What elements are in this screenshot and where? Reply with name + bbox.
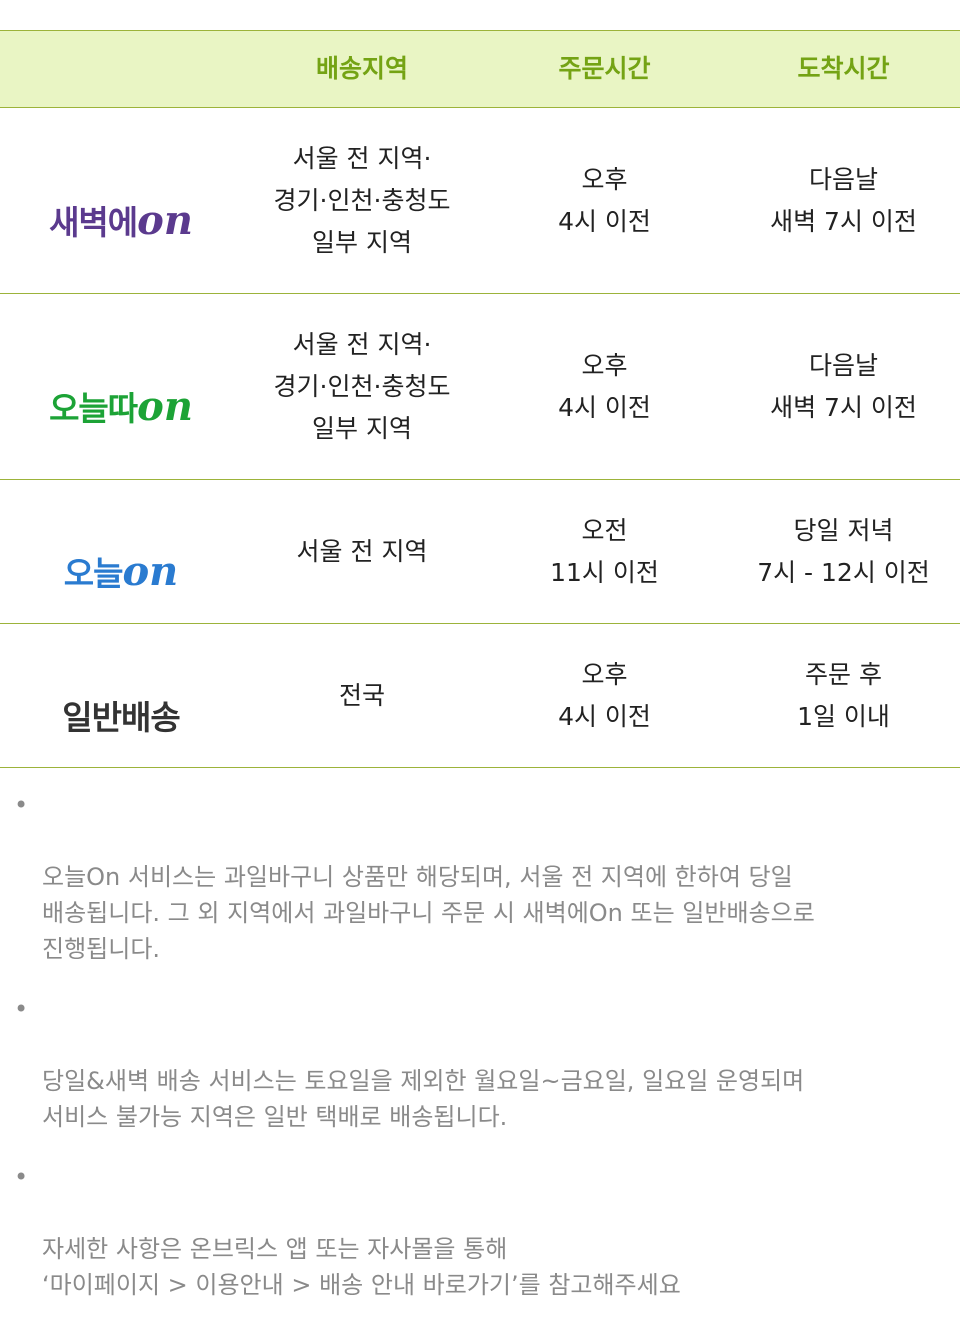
bullet-icon: • <box>14 995 29 1023</box>
order-time: 오후 4시 이전 <box>558 659 651 731</box>
note-item: • 오늘On 서비스는 과일바구니 상품만 해당되며, 서울 전 지역에 한하여… <box>0 787 960 967</box>
note-item: • 당일&새벽 배송 서비스는 토요일을 제외한 월요일~금요일, 일요일 운영… <box>0 991 960 1135</box>
delivery-table: 배송지역 주문시간 도착시간 새벽에on 서울 전 지역· 경기·인천·충청도 … <box>0 30 960 768</box>
brand-on-text: on <box>137 382 193 430</box>
brand-logo: 새벽에on <box>49 199 193 242</box>
delivery-region: 서울 전 지역· 경기·인천·충청도 일부 지역 <box>273 143 451 257</box>
brand-logo-standard-shipping: 일반배송 <box>0 608 242 784</box>
table-row-standard-shipping: 일반배송 전국 오후 4시 이전 주문 후 1일 이내 <box>0 624 960 768</box>
bullet-icon: • <box>14 791 29 819</box>
arrival-time: 다음날 새벽 7시 이전 <box>770 350 917 422</box>
table-header: 배송지역 주문시간 도착시간 <box>0 30 960 108</box>
delivery-region: 서울 전 지역 <box>296 536 428 566</box>
brand-logo-today-on: 오늘on <box>0 464 242 640</box>
brand-on-text: on <box>122 547 179 595</box>
note-text: 당일&새벽 배송 서비스는 토요일을 제외한 월요일~금요일, 일요일 운영되며… <box>42 1067 805 1131</box>
arrival-time: 다음날 새벽 7시 이전 <box>770 164 917 236</box>
order-time: 오후 4시 이전 <box>558 350 651 422</box>
brand-text: 일반배송 <box>62 697 180 737</box>
brand-logo-dawn-on: 새벽에on <box>0 113 242 289</box>
arrival-time: 주문 후 1일 이내 <box>797 659 890 731</box>
table-row-today-dda-on: 오늘따on 서울 전 지역· 경기·인천·충청도 일부 지역 오후 4시 이전 … <box>0 294 960 480</box>
bullet-icon: • <box>14 1163 29 1191</box>
order-time: 오후 4시 이전 <box>558 164 651 236</box>
notes-list: • 오늘On 서비스는 과일바구니 상품만 해당되며, 서울 전 지역에 한하여… <box>0 787 960 1327</box>
note-text: 자세한 사항은 온브릭스 앱 또는 자사몰을 통해 ‘마이페이지 > 이용안내 … <box>42 1235 681 1299</box>
delivery-region: 서울 전 지역· 경기·인천·충청도 일부 지역 <box>273 329 451 443</box>
order-time: 오전 11시 이전 <box>550 515 659 587</box>
brand-text: 새벽에 <box>49 202 138 242</box>
brand-logo: 오늘on <box>63 550 179 593</box>
brand-logo: 오늘따on <box>49 385 193 428</box>
header-order-time: 주문시간 <box>558 54 651 83</box>
table-row-today-on: 오늘on 서울 전 지역 오전 11시 이전 당일 저녁 7시 - 12시 이전 <box>0 480 960 624</box>
note-text: 오늘On 서비스는 과일바구니 상품만 해당되며, 서울 전 지역에 한하여 당… <box>42 863 815 963</box>
brand-logo-today-dda-on: 오늘따on <box>0 299 242 475</box>
brand-logo: 일반배송 <box>62 697 180 737</box>
table-row-dawn-on: 새벽에on 서울 전 지역· 경기·인천·충청도 일부 지역 오후 4시 이전 … <box>0 108 960 294</box>
arrival-time: 당일 저녁 7시 - 12시 이전 <box>757 515 930 587</box>
header-arrival-time: 도착시간 <box>797 54 890 83</box>
brand-text: 오늘따 <box>49 388 138 428</box>
brand-on-text: on <box>137 196 193 244</box>
brand-text: 오늘 <box>63 553 124 593</box>
header-region: 배송지역 <box>315 54 408 83</box>
delivery-region: 전국 <box>338 680 385 710</box>
note-item: • 자세한 사항은 온브릭스 앱 또는 자사몰을 통해 ‘마이페이지 > 이용안… <box>0 1159 960 1303</box>
